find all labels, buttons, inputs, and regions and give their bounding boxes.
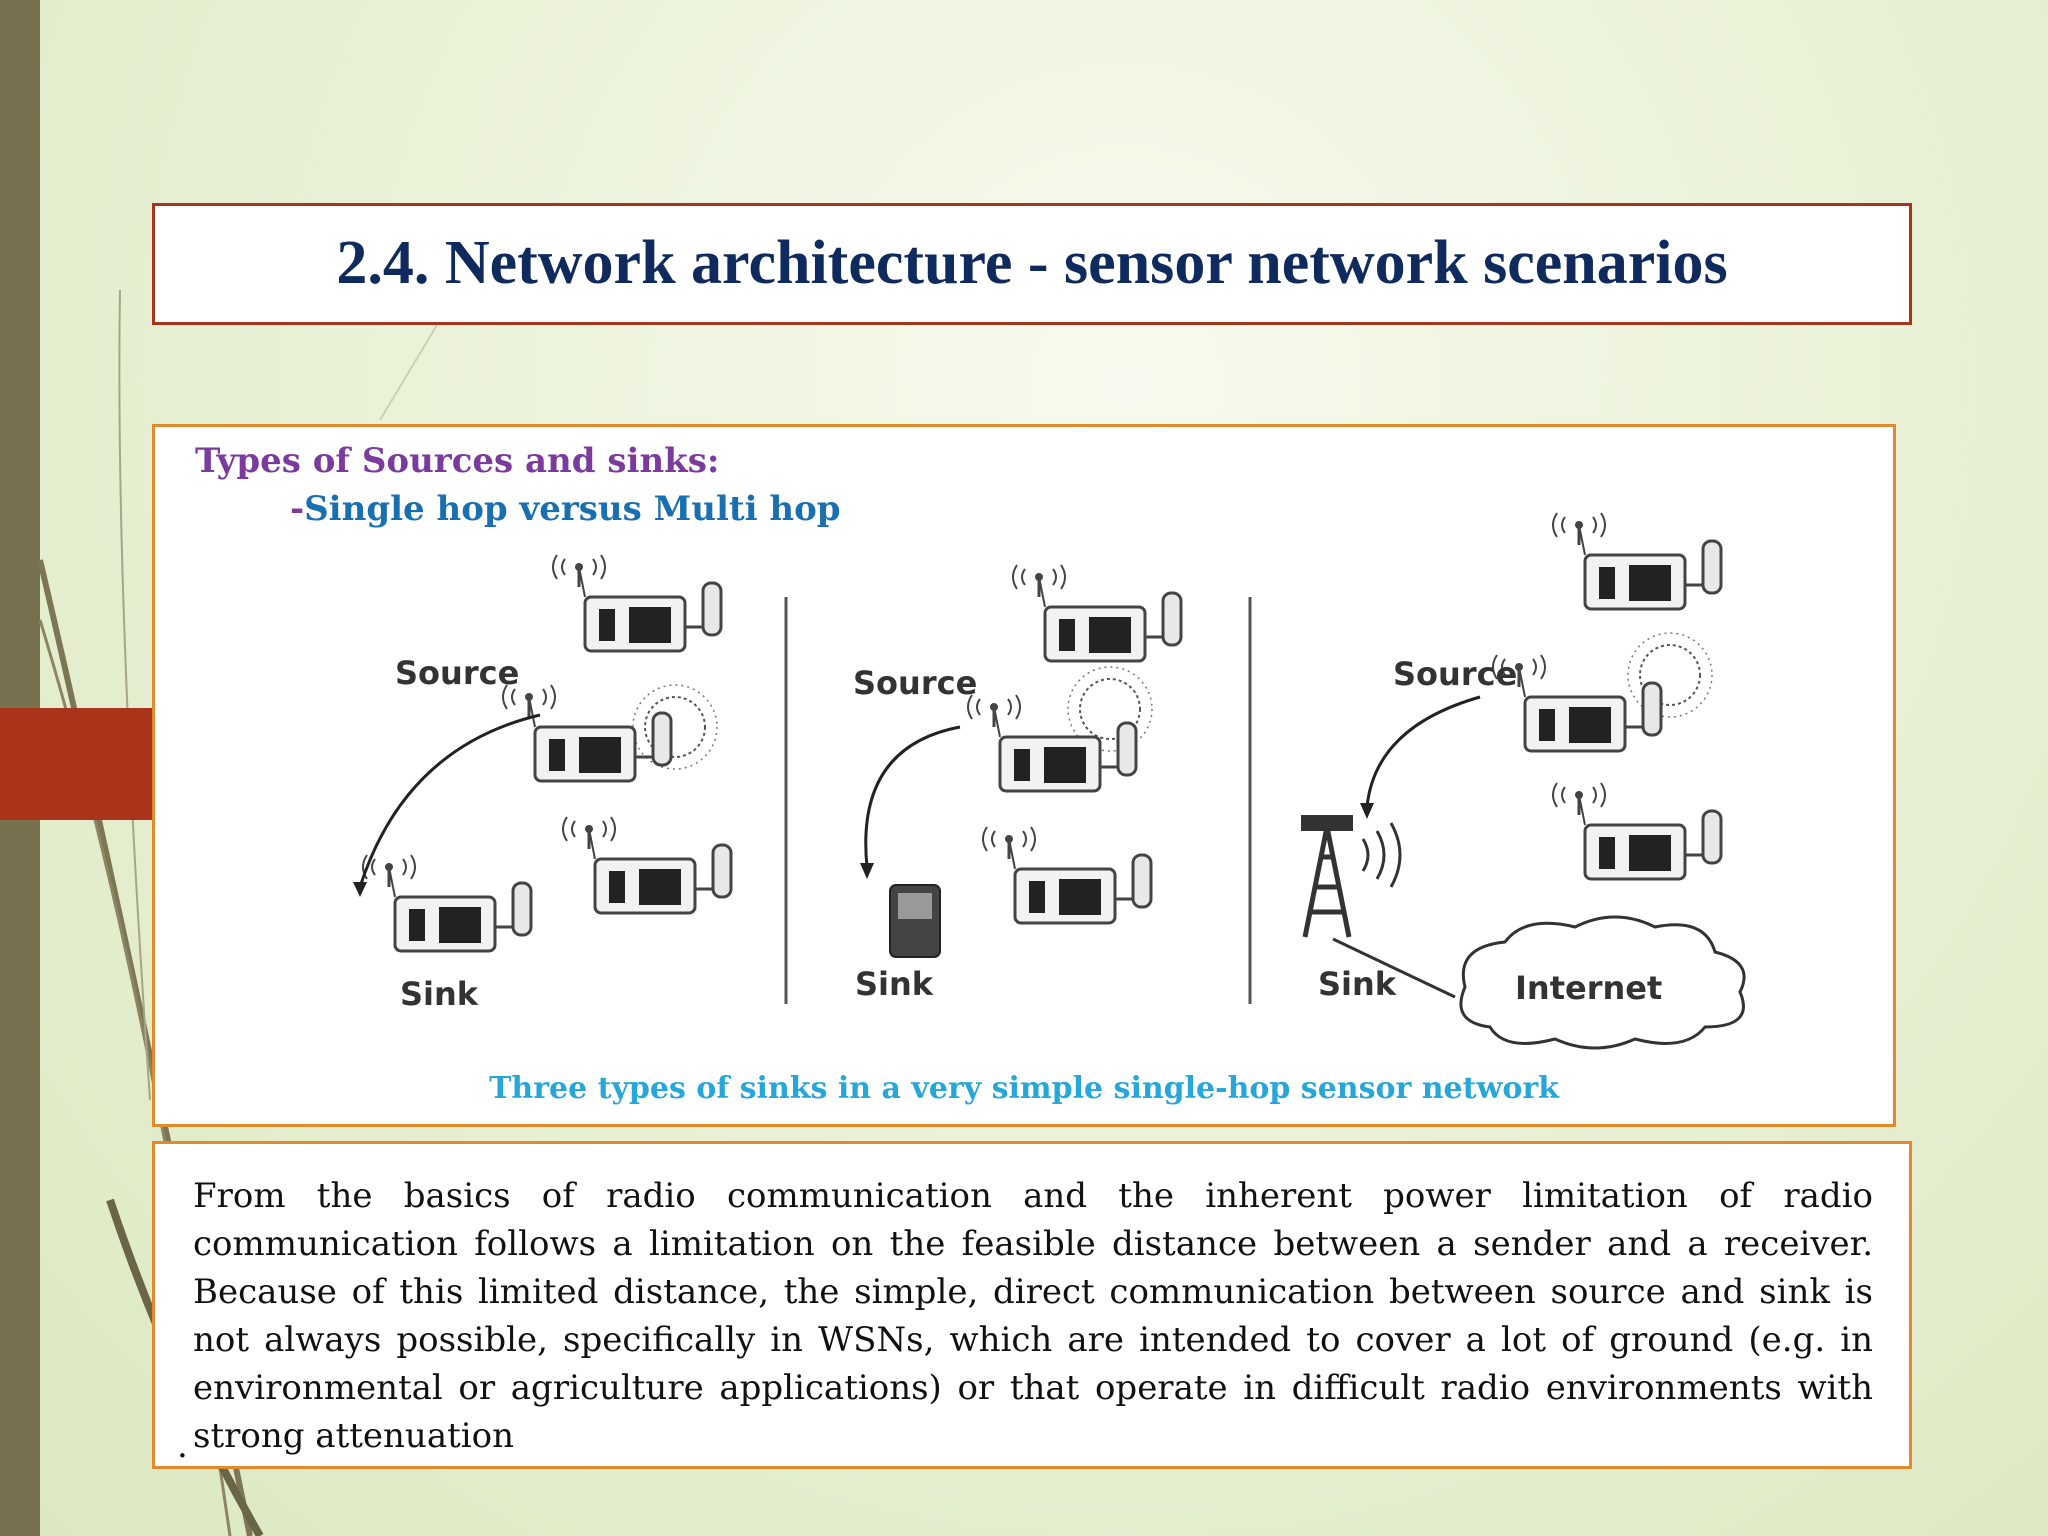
red-accent-tab [0,708,152,820]
panel1-source-label: Source [395,654,519,692]
panel2-sink-label: Sink [855,965,934,1003]
description-box: From the basics of radio communication a… [152,1141,1912,1469]
figure-caption: Three types of sinks in a very simple si… [489,1071,1559,1106]
figure-box: Types of Sources and sinks: -Single hop … [152,424,1896,1127]
sources-sinks-heading: Types of Sources and sinks: [195,441,720,481]
panel2-source-label: Source [853,664,977,702]
subheading-text: Single hop versus Multi hop [304,489,841,529]
panel3-sink-label: Sink [1318,965,1397,1003]
panel-single-hop-device-sink: Source Sink [853,563,1183,1003]
slide-title: 2.4. Network architecture - sensor netwo… [336,229,1728,297]
sink-types-diagram: Source Sink Source Sink [353,511,1746,1050]
cell-tower-icon [1301,815,1402,938]
panel-single-hop-node-sink: Source Sink [353,553,733,1013]
internet-cloud-icon [1459,915,1746,1050]
panel-single-hop-gateway-sink: Source Sink Internet [1301,511,1746,1050]
subheading-dash: - [290,489,305,529]
panel3-source-label: Source [1393,655,1517,693]
internet-label: Internet [1515,969,1662,1007]
panel1-sink-label: Sink [400,975,479,1013]
title-box: 2.4. Network architecture - sensor netwo… [152,203,1912,325]
hop-subheading: -Single hop versus Multi hop [290,489,841,529]
trailing-bullet: . [177,1426,188,1466]
description-paragraph: From the basics of radio communication a… [193,1176,1873,1456]
